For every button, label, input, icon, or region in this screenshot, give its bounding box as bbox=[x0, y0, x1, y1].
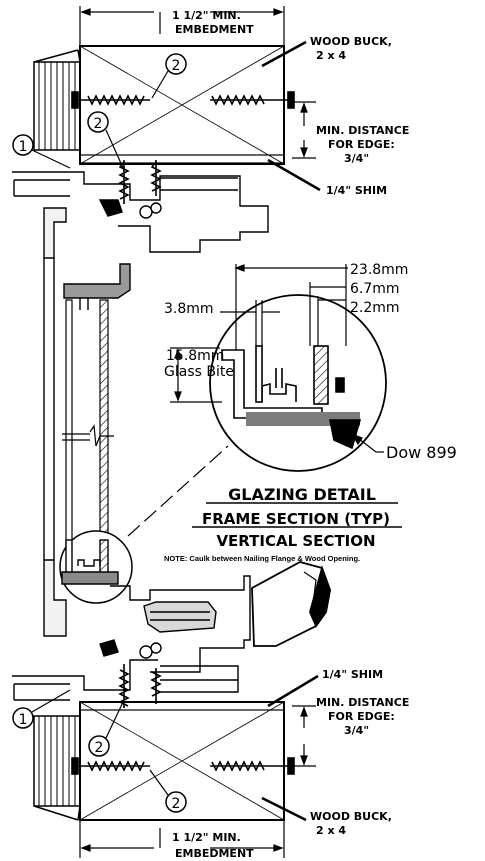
callout-2-bottom-lower: 2 bbox=[149, 769, 187, 813]
min-distance-top-line1: MIN. DISTANCE bbox=[316, 124, 409, 137]
svg-text:2: 2 bbox=[172, 58, 181, 74]
svg-text:1: 1 bbox=[19, 139, 28, 155]
min-distance-bottom-line1: MIN. DISTANCE bbox=[316, 696, 409, 709]
wall-siding-top bbox=[33, 49, 81, 151]
min-distance-bottom-line2: FOR EDGE: bbox=[328, 710, 395, 723]
embedment-dimension-top bbox=[79, 6, 285, 46]
frame-profile-top bbox=[12, 171, 269, 259]
shim-bottom bbox=[79, 701, 285, 711]
wood-buck-bottom-line1: WOOD BUCK, bbox=[310, 810, 392, 823]
min-distance-bottom-dim bbox=[292, 705, 316, 767]
detail-connector bbox=[127, 445, 229, 537]
wood-buck-top-line1: WOOD BUCK, bbox=[310, 35, 392, 48]
screw-top-right bbox=[210, 91, 295, 109]
caulk-note: NOTE: Caulk between Nailing Flange & Woo… bbox=[164, 554, 360, 563]
sill-detail-circle bbox=[59, 530, 133, 604]
title-vertical-section: VERTICAL SECTION bbox=[216, 532, 375, 550]
min-distance-top-dim bbox=[292, 101, 316, 159]
callout-1-top: 1 bbox=[12, 134, 71, 169]
embedment-top-line1: 1 1/2" MIN. bbox=[172, 9, 241, 22]
glass-pane bbox=[65, 299, 109, 551]
title-frame-section: FRAME SECTION (TYP) bbox=[202, 510, 390, 528]
callout-2-bottom-upper: 2 bbox=[88, 699, 125, 757]
screw-top-vertical-1 bbox=[118, 160, 130, 204]
dim-2-2: 2.2mm bbox=[350, 300, 400, 316]
embedment-dimension-bottom bbox=[79, 820, 285, 858]
callout-1-bottom: 1 bbox=[12, 689, 71, 729]
glass-bite-value: 15.8mm bbox=[166, 348, 224, 364]
screw-bottom-vertical-2 bbox=[150, 668, 162, 704]
svg-text:1: 1 bbox=[19, 712, 28, 728]
title-glazing-detail: GLAZING DETAIL bbox=[228, 485, 376, 504]
sealant-leader bbox=[349, 431, 384, 453]
shim-top-leader bbox=[267, 158, 321, 192]
screw-bottom-right bbox=[210, 757, 295, 775]
screw-bottom-left bbox=[71, 757, 150, 775]
frame-profile-bottom bbox=[12, 559, 251, 701]
min-distance-top-line3: 3/4" bbox=[344, 152, 369, 165]
min-distance-bottom-line3: 3/4" bbox=[344, 724, 369, 737]
callout-2-top-upper: 2 bbox=[151, 53, 187, 99]
wood-buck-top-line2: 2 x 4 bbox=[316, 49, 346, 62]
shim-bottom-leader bbox=[267, 674, 319, 708]
min-distance-top-line2: FOR EDGE: bbox=[328, 138, 395, 151]
glazing-bead-top bbox=[63, 263, 131, 310]
svg-text:2: 2 bbox=[94, 116, 103, 132]
wood-buck-top-leader bbox=[261, 40, 307, 68]
callout-2-top-lower: 2 bbox=[87, 111, 125, 171]
dim-3-8: 3.8mm bbox=[164, 301, 214, 317]
sealant-label: Dow 899 bbox=[386, 443, 457, 462]
svg-text:2: 2 bbox=[95, 740, 104, 756]
crank-handle bbox=[251, 561, 331, 647]
shim-bottom-label: 1/4" SHIM bbox=[322, 668, 383, 681]
wood-buck-bottom-line2: 2 x 4 bbox=[316, 824, 346, 837]
glazing-dimensions bbox=[170, 264, 348, 403]
screw-top-left bbox=[71, 91, 150, 109]
wall-siding-bottom bbox=[33, 715, 81, 821]
glass-bite-label: Glass Bite bbox=[164, 364, 234, 380]
sash-frame-left bbox=[43, 258, 55, 560]
embedment-bottom-line2: EMBEDMENT bbox=[175, 847, 254, 860]
dim-6-7: 6.7mm bbox=[350, 281, 400, 297]
embedment-top-line2: EMBEDMENT bbox=[175, 23, 254, 36]
svg-text:2: 2 bbox=[172, 796, 181, 812]
dim-23-8: 23.8mm bbox=[350, 262, 408, 278]
embedment-bottom-line1: 1 1/2" MIN. bbox=[172, 831, 241, 844]
shim-top-label: 1/4" SHIM bbox=[326, 184, 387, 197]
break-symbol bbox=[62, 424, 114, 447]
wood-buck-bottom-leader bbox=[261, 796, 307, 822]
shim-top bbox=[79, 154, 285, 164]
glazing-detail-circle bbox=[209, 294, 387, 472]
screw-top-vertical-2 bbox=[150, 160, 162, 196]
